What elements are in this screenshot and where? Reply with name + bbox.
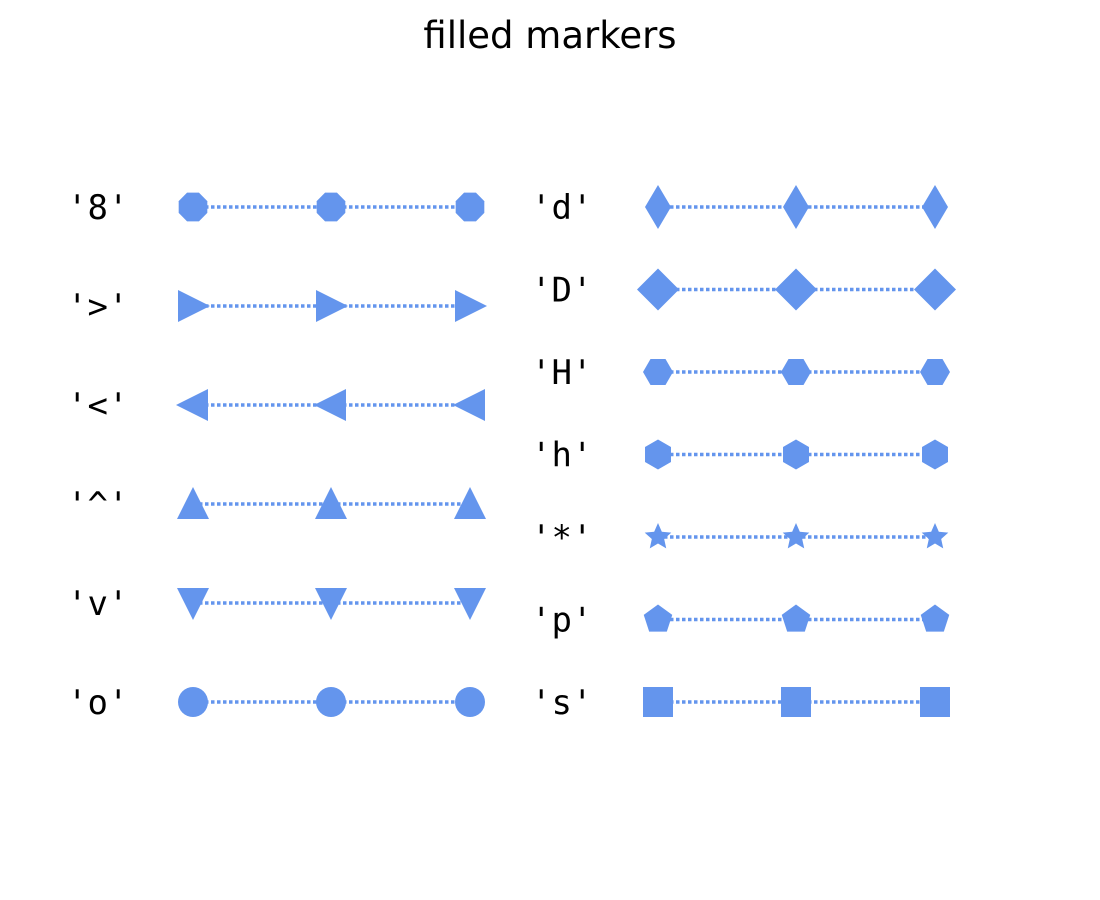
data-point-marker [645, 185, 671, 229]
marker-label: '8' [67, 188, 128, 228]
data-point-marker [454, 487, 486, 519]
data-point-marker [643, 687, 673, 717]
data-point-marker [314, 389, 346, 421]
marker-row: 'o' [67, 683, 485, 723]
data-point-marker [920, 687, 950, 717]
marker-row: '8' [67, 188, 485, 228]
data-point-marker [920, 604, 950, 632]
data-point-marker [316, 192, 346, 222]
data-point-marker [177, 588, 209, 620]
marker-label: 'p' [531, 601, 592, 641]
data-point-marker [781, 604, 811, 632]
marker-row: '>' [67, 287, 487, 327]
data-point-marker [453, 389, 485, 421]
data-point-marker [454, 588, 486, 620]
data-point-marker [783, 185, 809, 229]
data-point-marker [315, 487, 347, 519]
marker-label: 'D' [531, 271, 592, 311]
data-point-marker [643, 359, 673, 385]
data-point-marker [455, 290, 487, 322]
marker-label: '<' [67, 386, 128, 426]
data-point-marker [178, 290, 210, 322]
marker-label: '^' [67, 485, 128, 525]
marker-label: 'o' [67, 683, 128, 723]
marker-row: '^' [67, 485, 486, 525]
marker-label: 'v' [67, 584, 128, 624]
marker-row: 'D' [531, 268, 956, 311]
data-point-marker [455, 192, 485, 222]
data-point-marker [921, 523, 949, 549]
data-point-marker [922, 439, 948, 470]
data-point-marker [316, 290, 348, 322]
data-point-marker [775, 268, 817, 311]
data-point-marker [645, 439, 671, 470]
marker-row: 'h' [531, 436, 948, 476]
data-point-marker [316, 687, 346, 717]
data-point-marker [782, 523, 810, 549]
marker-label: 'h' [531, 436, 592, 476]
chart-title: filled markers [423, 14, 676, 57]
data-point-marker [178, 687, 208, 717]
data-point-marker [920, 359, 950, 385]
marker-label: '*' [531, 518, 592, 558]
data-point-marker [781, 359, 811, 385]
data-point-marker [177, 487, 209, 519]
data-point-marker [455, 687, 485, 717]
marker-row: 'p' [531, 601, 950, 641]
marker-label: '>' [67, 287, 128, 327]
data-point-marker [315, 588, 347, 620]
marker-row: '*' [531, 518, 949, 558]
marker-label: 'd' [531, 188, 592, 228]
marker-row: 's' [531, 683, 950, 723]
plot-area: '8' '>' '<' '^' 'v' 'o' 'd' 'D' 'H' 'h' '*' 'p' 's' [67, 185, 956, 723]
marker-row: 'v' [67, 584, 486, 624]
data-point-marker [914, 268, 956, 311]
data-point-marker [922, 185, 948, 229]
data-point-marker [783, 439, 809, 470]
data-point-marker [176, 389, 208, 421]
data-point-marker [178, 192, 208, 222]
marker-row: 'H' [531, 353, 950, 393]
marker-label: 's' [531, 683, 592, 723]
marker-row: '<' [67, 386, 485, 426]
data-point-marker [781, 687, 811, 717]
data-point-marker [637, 268, 679, 311]
marker-label: 'H' [531, 353, 592, 393]
marker-row: 'd' [531, 185, 948, 229]
data-point-marker [643, 604, 673, 632]
data-point-marker [644, 523, 672, 549]
